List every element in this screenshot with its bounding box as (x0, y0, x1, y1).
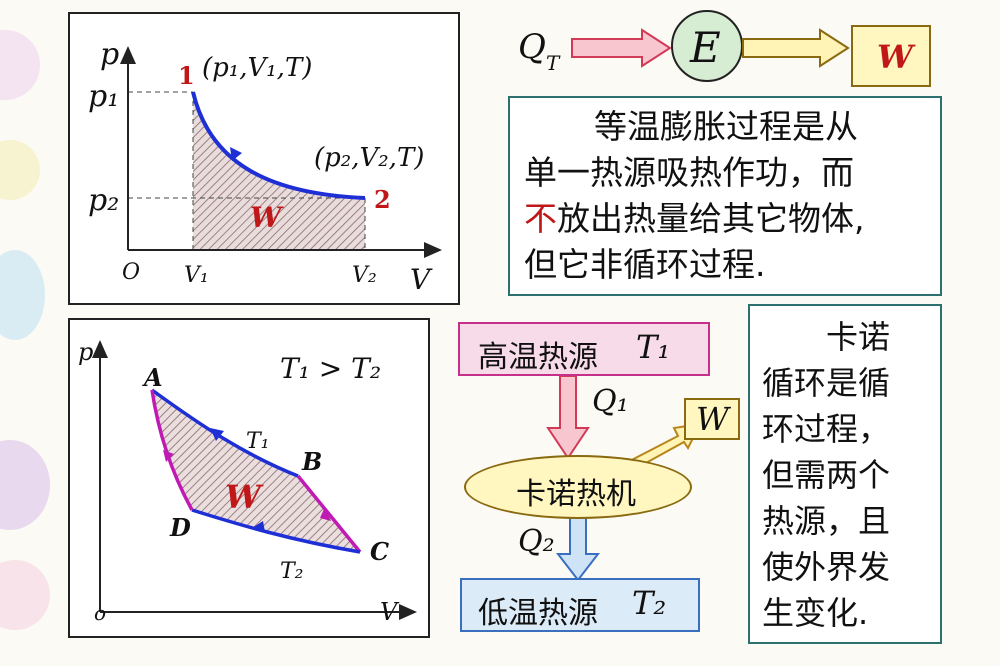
qt-label: Q (518, 27, 546, 67)
carnot-engine: 卡诺热机 (464, 455, 692, 519)
carnot-graph: p V o T₁ > T₂ A B C D T₁ T₂ W (78, 338, 417, 626)
bg-bubble (0, 140, 40, 200)
point-a: A (142, 363, 163, 392)
point1-label: 1 (178, 61, 195, 90)
q1-label: Q₁ (592, 384, 629, 419)
qt-subscript: T (546, 51, 561, 75)
point1-state: (p₁,V₁,T) (202, 53, 312, 83)
isothermal-line-3-rest: 放出热量给其它物体, (557, 199, 865, 238)
origin-label: o (94, 601, 106, 625)
isothermal-text-box: 等温膨胀过程是从 单一热源吸热作功，而 不放出热量给其它物体, 但它非循环过程. (508, 96, 942, 296)
engine-box: W (684, 398, 740, 440)
point-c: C (370, 537, 389, 566)
p1-tick: p₁ (88, 79, 119, 114)
carnot-line-6: 使外界发 (762, 548, 891, 586)
t2-label: T₂ (280, 559, 304, 584)
energy-flow: Q T E W (518, 10, 931, 87)
hot-source-label: 高温热源 (478, 340, 598, 375)
isothermal-graph: p V O p₁ p₂ V₁ V₂ 1 (p₁,V₁,T) 2 (p₂,V₂,T… (88, 37, 442, 296)
isotherm-t1 (150, 388, 299, 478)
carnot-line-1: 卡诺 (826, 318, 891, 356)
adiabat-bc (296, 474, 362, 554)
temperature-relation: T₁ > T₂ (280, 352, 381, 385)
v2-tick: V₂ (352, 263, 377, 288)
carnot-line-3: 环过程， (762, 410, 891, 448)
cycle-area (152, 390, 360, 552)
isothermal-line-4: 但它非循环过程. (524, 245, 766, 284)
direction-arrow (230, 147, 242, 161)
carnot-text-box: 卡诺 循环是循 环过程， 但需两个 热源，且 使外界发 生变化. (748, 304, 942, 644)
hot-source-temp: T₁ (636, 328, 671, 366)
isothermal-line-3: 不放出热量给其它物体, (524, 196, 865, 242)
bg-bubble (0, 30, 40, 100)
v1-tick: V₁ (184, 263, 209, 288)
point-b: B (301, 447, 322, 476)
p-axis-label: p (100, 37, 119, 72)
bg-bubble (0, 250, 45, 340)
point-d: D (169, 513, 191, 542)
q2-label: Q₂ (518, 524, 555, 559)
cold-source-temp: T₂ (632, 584, 667, 622)
arrow-bc (320, 507, 331, 521)
carnot-engine-label: 卡诺热机 (516, 477, 636, 512)
q1-arrow (546, 375, 590, 460)
v-axis-label: V (380, 598, 400, 626)
point2-state: (p₂,V₂,T) (314, 143, 424, 173)
isothermal-graph-panel: p V O p₁ p₂ V₁ V₂ 1 (p₁,V₁,T) 2 (p₂,V₂,T… (68, 12, 460, 305)
point2-label: 2 (374, 185, 391, 214)
work-box (851, 25, 931, 87)
origin-label: O (122, 260, 140, 285)
engine-work-label: W (696, 400, 729, 438)
work-label: W (225, 478, 264, 516)
work-label: W (250, 201, 284, 234)
energy-label: E (689, 23, 721, 72)
arrow-cd (252, 521, 265, 532)
cold-source-label: 低温热源 (478, 596, 598, 631)
hot-source-box: 高温热源 T₁ (458, 322, 710, 376)
isothermal-line-1: 等温膨胀过程是从 (594, 107, 858, 146)
work-arrow (742, 28, 850, 68)
isotherm-curve (191, 91, 366, 200)
p-axis-label: p (78, 338, 93, 366)
isothermal-line-2: 单一热源吸热作功，而 (524, 153, 854, 192)
adiabat-da (150, 389, 194, 511)
carnot-line-5: 热源，且 (762, 502, 891, 540)
work-area (193, 92, 365, 250)
t1-label: T₁ (246, 429, 270, 454)
p2-tick: p₂ (88, 183, 119, 218)
highlight-not: 不 (524, 199, 557, 238)
carnot-line-2: 循环是循 (762, 364, 891, 402)
v-axis-label: V (410, 263, 433, 296)
carnot-line-4: 但需两个 (762, 456, 891, 494)
isotherm-t2 (191, 508, 361, 554)
arrow-ab (210, 428, 224, 441)
carnot-graph-panel: p V o T₁ > T₂ A B C D T₁ T₂ W (68, 318, 430, 638)
bg-bubble (0, 440, 50, 530)
cold-source-box: 低温热源 T₂ (460, 578, 700, 632)
arrow-da (163, 450, 174, 462)
bg-bubble (0, 560, 50, 630)
isothermal-text: 等温膨胀过程是从 单一热源吸热作功，而 不放出热量给其它物体, 但它非循环过程. (524, 104, 865, 288)
qt-arrow (571, 28, 672, 68)
work-flow-label: W (877, 38, 916, 76)
carnot-text: 卡诺 循环是循 环过程， 但需两个 热源，且 使外界发 生变化. (762, 314, 890, 636)
carnot-line-7: 生变化. (762, 594, 869, 632)
